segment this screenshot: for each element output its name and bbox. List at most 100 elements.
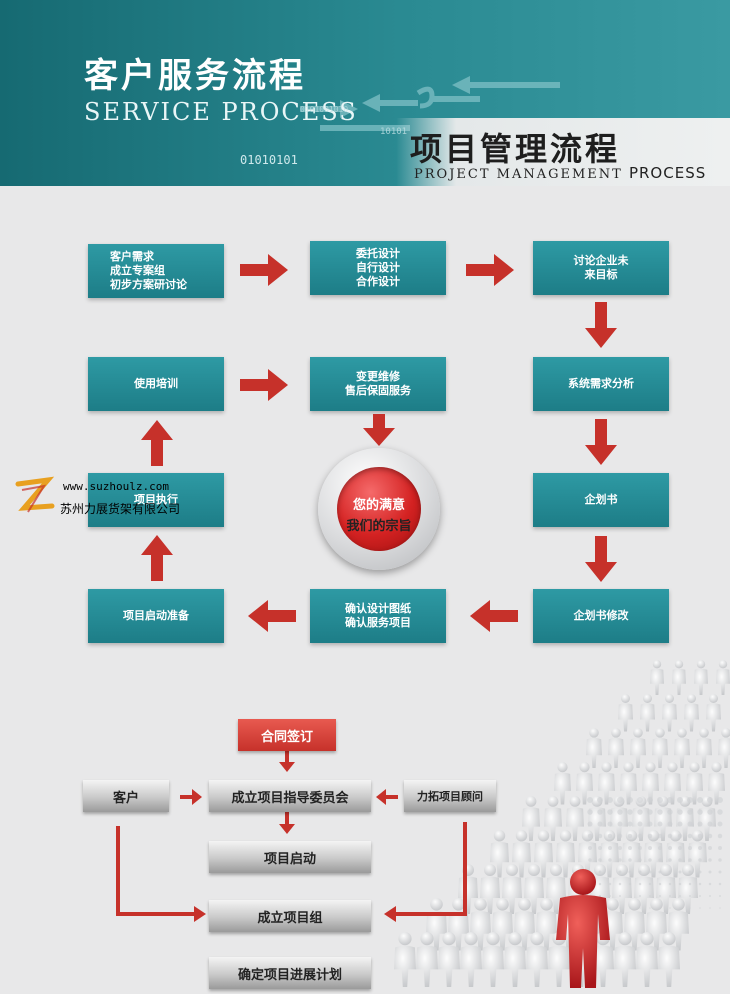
flow-box-line: 售后保固服务 — [345, 384, 411, 397]
crowd-person-shape — [618, 694, 633, 732]
pm-title-panel — [396, 118, 730, 186]
halftone-dot — [678, 858, 682, 862]
flow-box-proposal-revise: 企划书修改 — [533, 589, 669, 643]
halftone-dot — [628, 882, 632, 886]
arrow-right-icon — [240, 254, 288, 286]
halftone-dot — [698, 846, 702, 850]
crowd-person-shape — [624, 898, 645, 951]
crowd-person-shape — [512, 830, 531, 878]
halftone-dot — [698, 870, 702, 874]
halftone-dot — [718, 858, 722, 862]
halftone-dot — [628, 846, 632, 850]
halftone-dot — [697, 833, 703, 839]
flow-box-customer-needs: 客户需求 成立专案组 初步方案研讨论 — [88, 244, 224, 298]
halftone-dot — [588, 846, 592, 850]
halftone-dot — [677, 797, 683, 803]
crowd-person-shape — [614, 932, 636, 987]
flow-box-line: 企划书修改 — [573, 609, 629, 622]
advisor-box: 力拓项目顾问 — [404, 780, 496, 812]
crowd-person-shape — [696, 728, 712, 768]
halftone-dot — [587, 797, 593, 803]
crowd-person-shape — [522, 796, 540, 841]
halftone-dot — [668, 882, 672, 886]
crowd-person-shape — [546, 864, 566, 914]
satisfaction-line1: 您的满意 — [352, 498, 405, 513]
halftone-dot — [719, 907, 721, 909]
halftone-dot — [717, 833, 723, 839]
flow-box-line: 确认服务项目 — [345, 616, 411, 629]
crowd-person-shape — [482, 932, 504, 987]
halftone-dot — [687, 797, 693, 803]
halftone-dot — [708, 846, 712, 850]
halftone-dot — [649, 895, 651, 897]
crowd-person-shape — [666, 830, 685, 878]
crowd-person-shape — [536, 898, 557, 951]
crowd-person-shape — [668, 898, 689, 951]
halftone-dot — [668, 870, 672, 874]
halftone-dot — [597, 833, 603, 839]
halftone-dot — [699, 907, 701, 909]
crowd-person-shape — [650, 660, 664, 695]
crowd-person-shape — [502, 864, 522, 914]
customer-box: 客户 — [83, 780, 169, 812]
flow-box-execution: 项目执行 — [88, 473, 224, 527]
pm-subtitle-a: PROJECT MANAGEMENT — [414, 167, 623, 182]
halftone-dot — [687, 809, 693, 815]
halftone-dot — [668, 846, 672, 850]
halftone-dot — [698, 882, 702, 886]
crowd-person-shape — [416, 932, 438, 987]
crowd-person-shape — [480, 864, 500, 914]
plan-box: 确定项目进展计划 — [209, 957, 371, 989]
people-crowd-decoration — [394, 660, 730, 987]
crowd-person-shape — [684, 694, 699, 732]
halftone-dot — [668, 858, 672, 862]
halftone-dot — [697, 809, 703, 815]
crowd-person-shape — [708, 762, 725, 805]
crowd-person-shape — [578, 830, 597, 878]
halftone-dot — [649, 907, 651, 909]
halftone-dot — [709, 895, 711, 897]
crowd-person-shape — [504, 932, 526, 987]
flow-box-line: 项目执行 — [134, 493, 178, 506]
crowd-person-shape — [716, 660, 730, 695]
crowd-person-shape — [608, 728, 624, 768]
arrow-down-icon — [585, 302, 617, 348]
header-subtitle: SERVICE PROCESS — [84, 98, 358, 126]
contract-sign-box: 合同签订 — [238, 719, 336, 751]
halftone-dot — [618, 858, 622, 862]
halftone-dot — [637, 833, 643, 839]
halftone-dot — [628, 858, 632, 862]
header-binary-tiny: 0101001010 — [300, 105, 349, 114]
halftone-dot — [608, 858, 612, 862]
pm-title: 项目管理流程 — [410, 130, 621, 168]
arrow-right-icon — [466, 254, 514, 286]
kickoff-box: 项目启动 — [209, 841, 371, 873]
halftone-dot — [637, 821, 643, 827]
halftone-dot — [658, 870, 662, 874]
halftone-dot — [597, 809, 603, 815]
crowd-person-shape — [644, 830, 663, 878]
halftone-dot — [607, 809, 613, 815]
halftone-dot — [718, 846, 722, 850]
halftone-dot — [707, 821, 713, 827]
halftone-dot — [598, 858, 602, 862]
halftone-dot — [677, 809, 683, 815]
halftone-dot — [648, 846, 652, 850]
halftone-dot — [619, 895, 621, 897]
halftone-dot — [667, 809, 673, 815]
halftone-dot — [707, 809, 713, 815]
halftone-dot — [658, 858, 662, 862]
halftone-dot — [629, 895, 631, 897]
arrow-right-icon — [240, 369, 288, 401]
halftone-dot — [677, 821, 683, 827]
halftone-dot — [707, 797, 713, 803]
halftone-dot — [647, 809, 653, 815]
halftone-dot — [618, 882, 622, 886]
satisfaction-line2: 我们的宗旨 — [346, 519, 412, 534]
halftone-dot — [628, 870, 632, 874]
halftone-dot — [699, 895, 701, 897]
flow-box-requirements: 系统需求分析 — [533, 357, 669, 411]
flow-box-line: 变更维修 — [356, 370, 400, 383]
halftone-dot — [637, 809, 643, 815]
halftone-dot — [598, 870, 602, 874]
